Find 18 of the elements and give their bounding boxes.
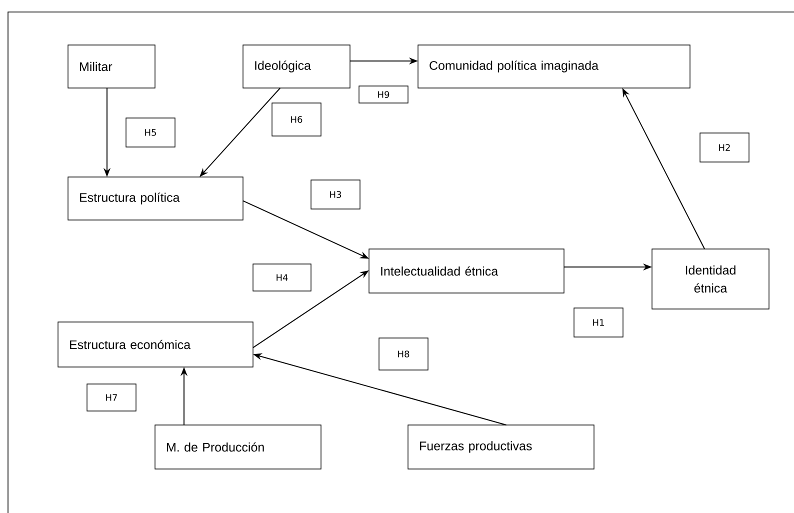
hypothesis-box: H3 (310, 180, 360, 210)
concept-box: Fuerzas productivas (408, 424, 594, 470)
hypothesis-box: H2 (700, 132, 750, 162)
hypothesis-box: H5 (126, 118, 176, 148)
concept-box: Estructura política (68, 176, 244, 220)
concept-box: Militar (68, 44, 156, 88)
concept-box: Intelectualidad étnica (368, 248, 564, 294)
hypothesis-box: H4 (252, 264, 312, 292)
concept-box: Comunidad política imaginada (418, 44, 690, 88)
concept-box: Identidad étnica (652, 248, 770, 310)
concept-box: M. de Producción (154, 424, 322, 470)
hypothesis-box: H8 (378, 338, 428, 370)
hypothesis-box: H7 (86, 384, 136, 412)
hypothesis-box: H9 (358, 86, 408, 104)
hypothesis-box: H1 (574, 308, 624, 338)
hypothesis-box: H6 (272, 102, 322, 136)
concept-box: Ideológica (242, 44, 350, 88)
concept-box: Estructura económica (58, 322, 254, 368)
